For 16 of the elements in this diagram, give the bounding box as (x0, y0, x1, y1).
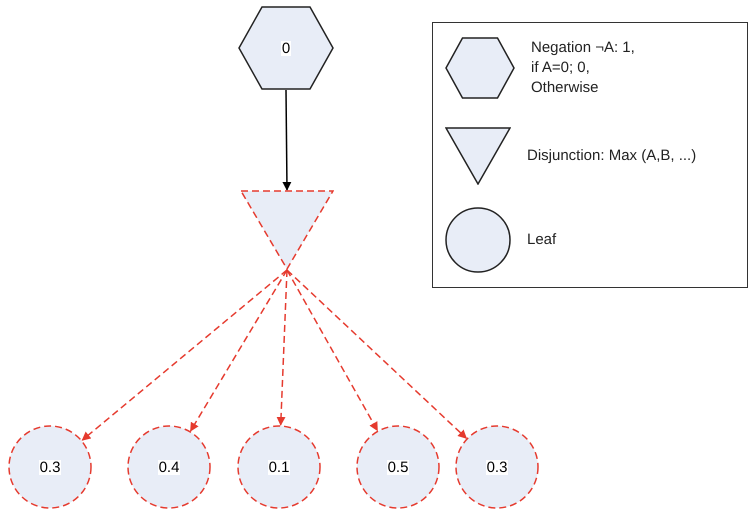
circle-node (356, 425, 440, 509)
arrow (190, 270, 288, 432)
circle-node (8, 425, 92, 509)
circle-node (237, 425, 321, 509)
arrow (282, 90, 292, 191)
arrow (82, 269, 288, 441)
circle-node (455, 425, 539, 509)
legend-text: Disjunction: Max (A,B, ...) (527, 146, 698, 166)
arrow (286, 270, 378, 432)
legend-text: Negation ¬A: 1, if A=0; 0, Otherwise (531, 38, 636, 98)
triangle-node (240, 190, 334, 270)
hexagon-node (238, 6, 334, 90)
legend-text: Leaf (527, 230, 558, 250)
circle-node (127, 425, 211, 509)
arrow (286, 269, 468, 439)
arrow (276, 270, 288, 426)
